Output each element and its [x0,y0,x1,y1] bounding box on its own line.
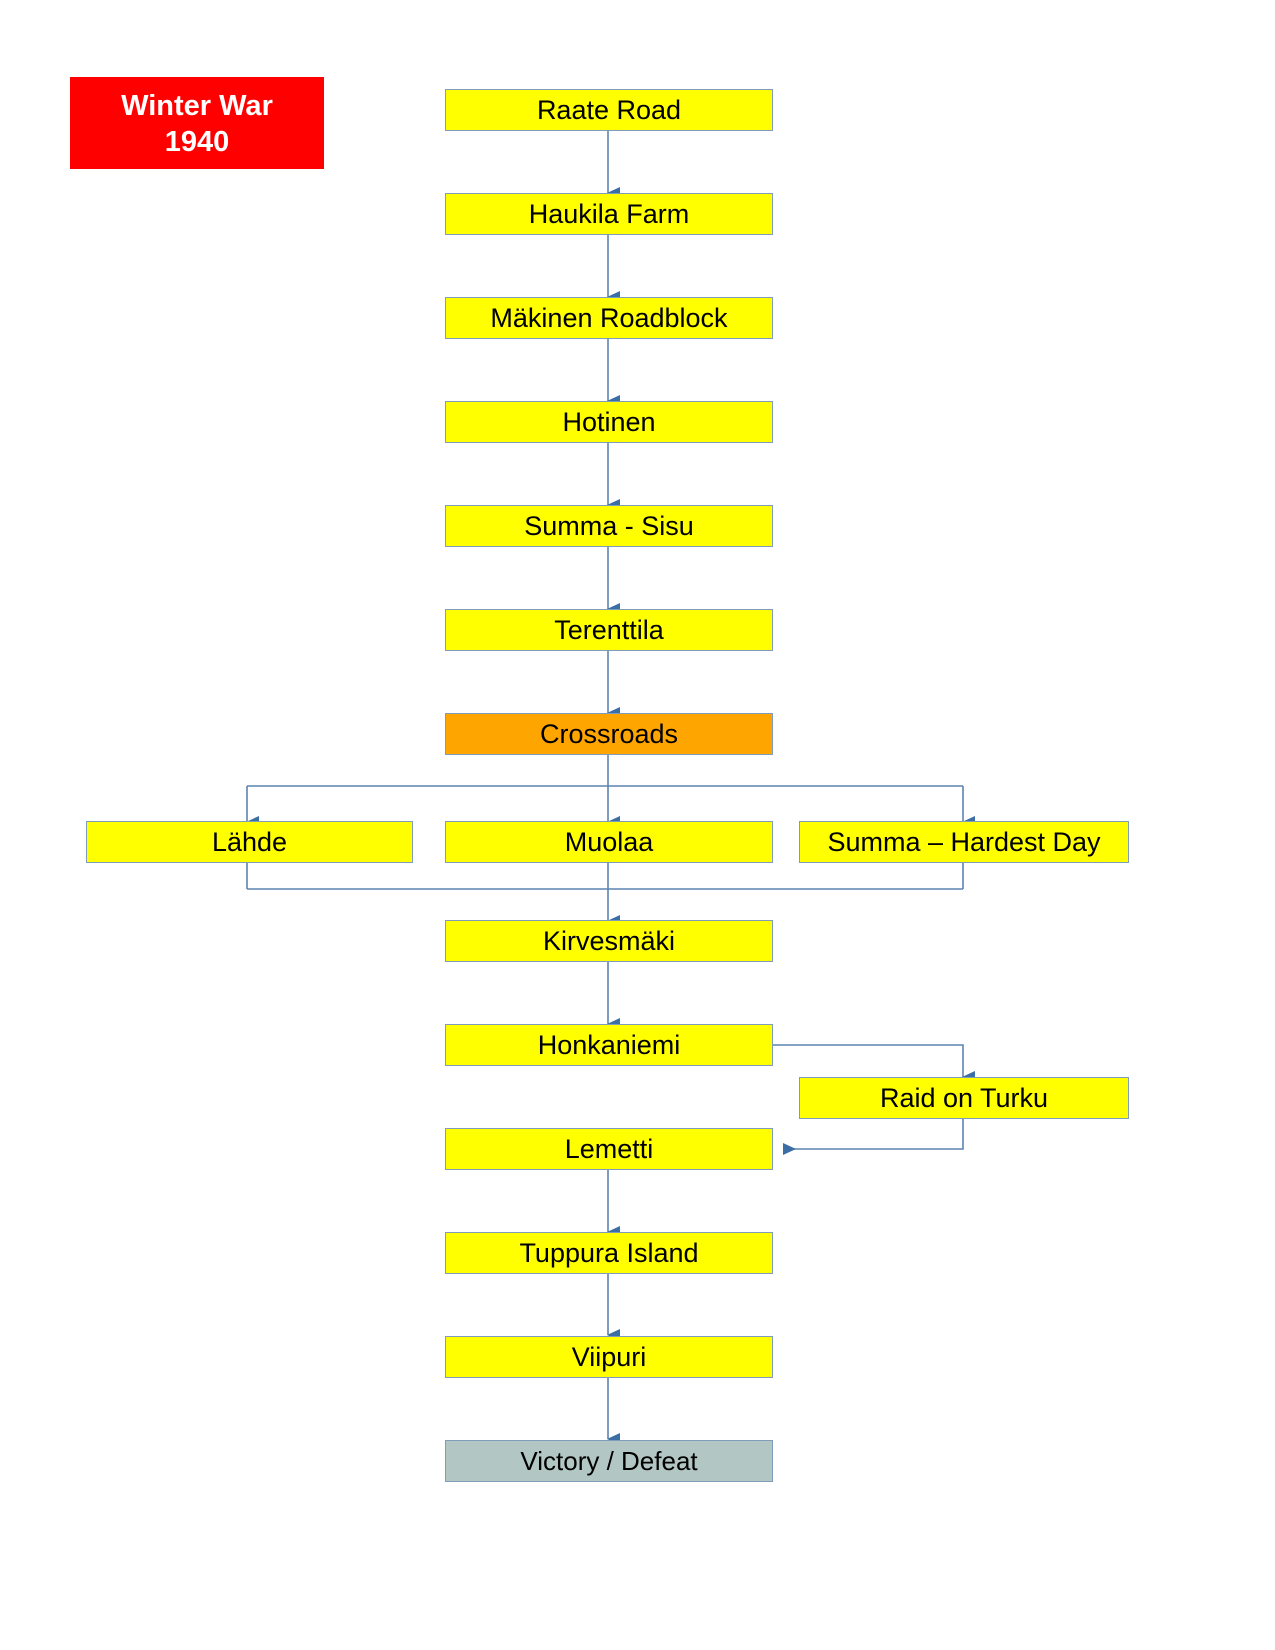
node-summa-hardest-day[interactable]: Summa – Hardest Day [799,821,1129,863]
node-lahde[interactable]: Lähde [86,821,413,863]
node-label-honkaniemi: Honkaniemi [537,1029,681,1060]
node-label-crossroads: Crossroads [539,718,679,749]
node-summa-sisu[interactable]: Summa - Sisu [445,505,773,547]
node-label-haukila-farm: Haukila Farm [528,198,690,229]
node-label-victory-defeat: Victory / Defeat [520,1446,698,1476]
node-tuppura-island[interactable]: Tuppura Island [445,1232,773,1274]
node-lemetti[interactable]: Lemetti [445,1128,773,1170]
node-label-viipuri: Viipuri [571,1341,647,1372]
node-victory-defeat[interactable]: Victory / Defeat [445,1440,773,1482]
edge-raid-on-turku-to-lemetti [783,1118,964,1155]
node-terenttila[interactable]: Terenttila [445,609,773,651]
node-label-hotinen: Hotinen [562,406,656,437]
node-label-terenttila: Terenttila [554,614,664,645]
node-viipuri[interactable]: Viipuri [445,1336,773,1378]
node-label-lahde: Lähde [211,826,288,857]
node-label-muolaa: Muolaa [564,826,654,857]
node-honkaniemi[interactable]: Honkaniemi [445,1024,773,1066]
node-label-makinen-roadblock: Mäkinen Roadblock [490,302,728,333]
title-line-2: 1940 [164,126,230,158]
node-label-lemetti: Lemetti [564,1133,654,1164]
node-muolaa[interactable]: Muolaa [445,821,773,863]
node-label-kirvesmaki: Kirvesmäki [542,925,676,956]
node-label-raid-on-turku: Raid on Turku [879,1082,1049,1113]
node-haukila-farm[interactable]: Haukila Farm [445,193,773,235]
node-raid-on-turku[interactable]: Raid on Turku [799,1077,1129,1119]
node-label-raate-road: Raate Road [536,94,682,125]
node-hotinen[interactable]: Hotinen [445,401,773,443]
node-raate-road[interactable]: Raate Road [445,89,773,131]
node-crossroads[interactable]: Crossroads [445,713,773,755]
node-label-tuppura-island: Tuppura Island [519,1237,699,1268]
title-legend-box: Winter War 1940 [70,77,324,169]
edge-honkaniemi-to-raid-on-turku [772,1044,975,1083]
title-line-1: Winter War [121,89,273,122]
node-label-summa-hardest-day: Summa – Hardest Day [827,826,1101,857]
node-makinen-roadblock[interactable]: Mäkinen Roadblock [445,297,773,339]
node-label-summa-sisu: Summa - Sisu [524,510,694,541]
node-kirvesmaki[interactable]: Kirvesmäki [445,920,773,962]
